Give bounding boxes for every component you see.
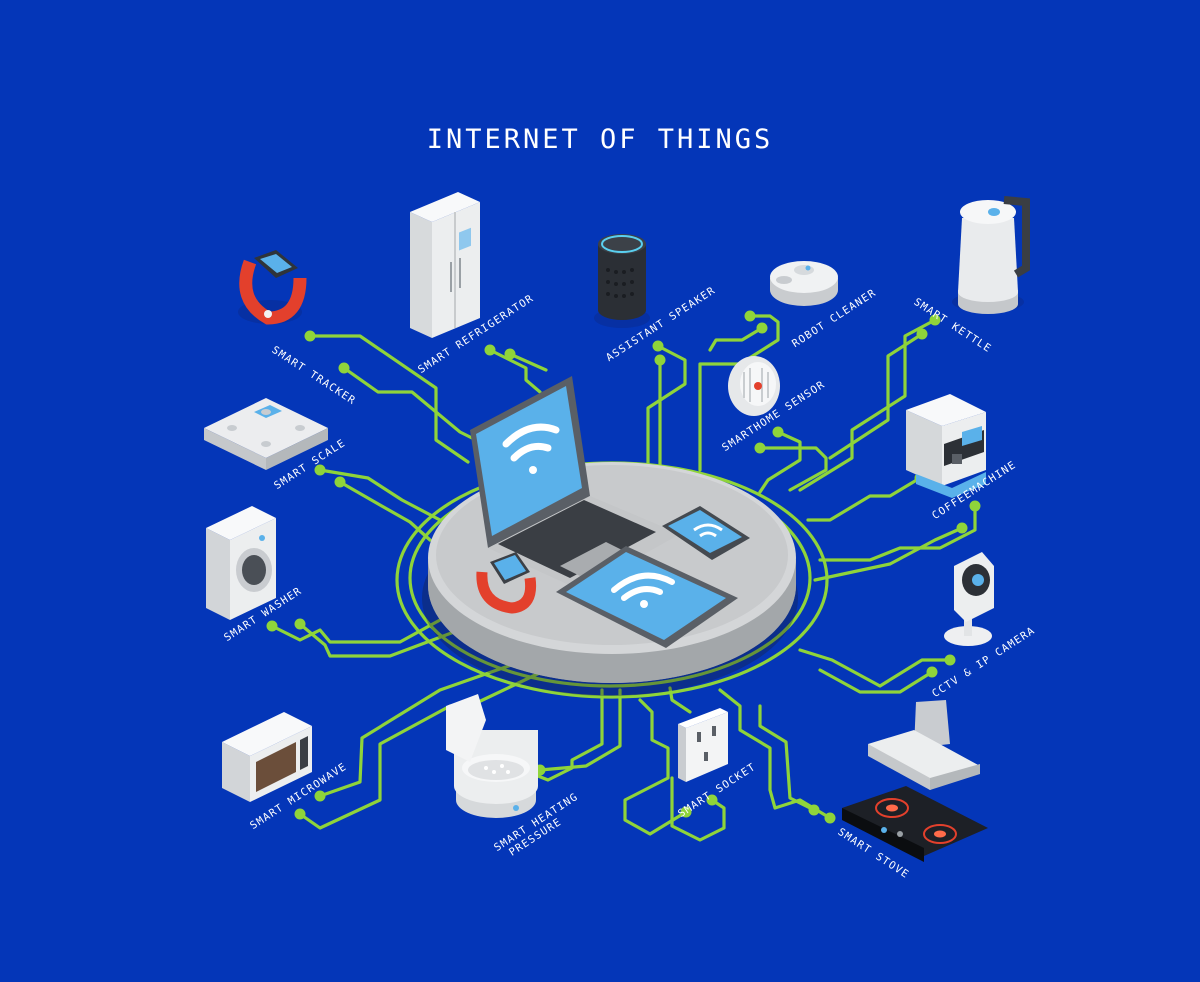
kettle-icon [952,196,1030,314]
ip-camera-icon [944,552,994,646]
coffee-machine-icon [906,394,986,498]
smartphone-icon [662,506,750,560]
smart-speaker-icon [594,234,650,328]
pressure-cooker-icon [446,694,538,818]
induction-stove-icon [842,700,988,862]
microwave-icon [222,712,312,802]
power-socket-icon [678,708,728,782]
scale-icon [204,398,328,470]
refrigerator-icon [410,192,480,338]
tablet-icon [556,546,738,648]
smartwatch-icon [476,552,537,614]
laptop-icon [470,376,680,590]
robot-vacuum-icon [770,261,838,306]
fitness-band-icon [238,250,307,325]
smoke-sensor-icon [728,356,780,416]
washing-machine-icon [206,506,276,620]
page-title: INTERNET OF THINGS [426,124,774,155]
wifi-icon [502,423,560,474]
circuit-terminals [266,310,981,824]
